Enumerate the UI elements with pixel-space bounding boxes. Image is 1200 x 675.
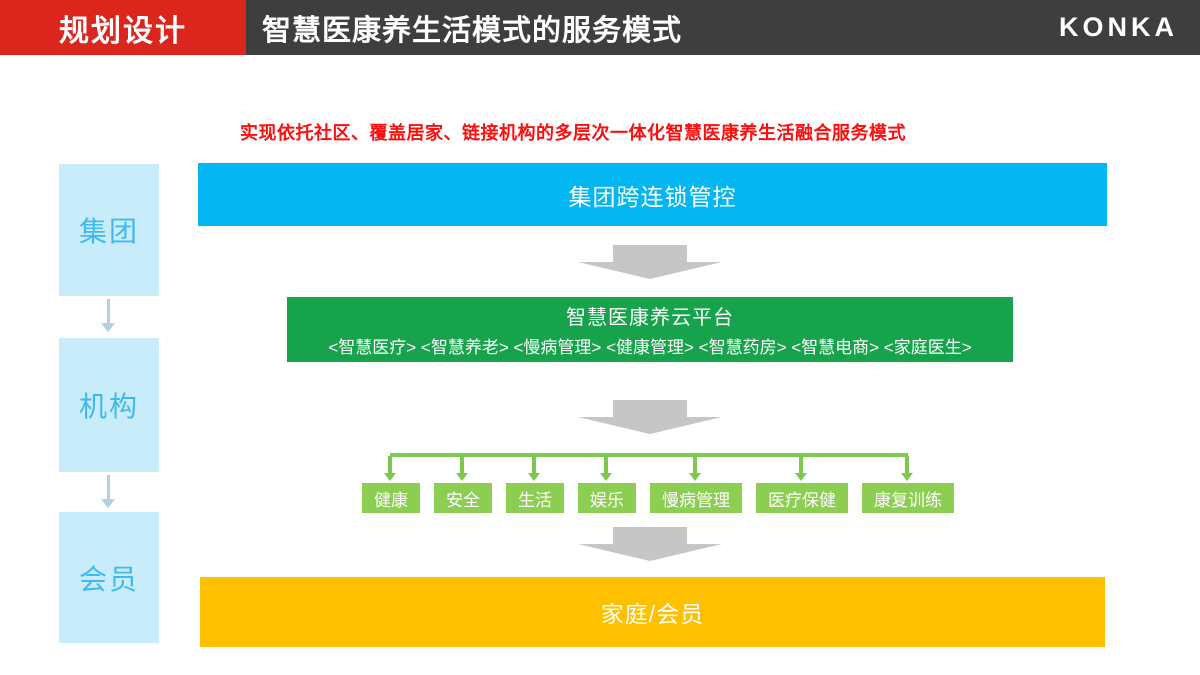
arrow-head bbox=[578, 417, 722, 434]
arrow-line bbox=[388, 456, 392, 473]
down-block-arrow-icon bbox=[578, 527, 722, 561]
platform-title: 智慧医康养云平台 bbox=[566, 307, 734, 329]
down-block-arrow-icon bbox=[578, 400, 722, 434]
section-tab: 规划设计 bbox=[0, 0, 246, 55]
down-arrow-icon bbox=[101, 475, 115, 508]
family-member-banner: 家庭/会员 bbox=[200, 577, 1105, 647]
connector-drop-icon bbox=[528, 456, 540, 481]
cloud-platform-banner: 智慧医康养云平台 <智慧医疗> <智慧养老> <慢病管理> <健康管理> <智慧… bbox=[287, 297, 1013, 362]
arrow-head bbox=[456, 473, 468, 481]
service-box-medical-care: 医疗保健 bbox=[756, 483, 848, 513]
connector-drop-icon bbox=[600, 456, 612, 481]
service-box-entertainment: 娱乐 bbox=[578, 483, 636, 513]
arrow-head bbox=[689, 473, 701, 481]
service-box-safety: 安全 bbox=[434, 483, 492, 513]
arrow-line bbox=[693, 456, 697, 473]
arrow-head bbox=[795, 473, 807, 481]
konka-logo: KONKA bbox=[1059, 12, 1178, 42]
sidebar-item-group: 集团 bbox=[59, 164, 159, 296]
arrow-head bbox=[101, 499, 115, 508]
down-block-arrow-icon bbox=[578, 245, 722, 279]
arrow-stem bbox=[613, 527, 687, 544]
arrow-head bbox=[578, 262, 722, 279]
arrow-head bbox=[384, 473, 396, 481]
service-box-chronic-disease: 慢病管理 bbox=[650, 483, 742, 513]
arrow-stem bbox=[613, 245, 687, 262]
service-box-life: 生活 bbox=[506, 483, 564, 513]
service-box-rehab-training: 康复训练 bbox=[862, 483, 954, 513]
header-bar: 规划设计 智慧医康养生活模式的服务模式 KONKA bbox=[0, 0, 1200, 55]
connector-drop-icon bbox=[456, 456, 468, 481]
sidebar-item-member: 会员 bbox=[59, 512, 159, 643]
connector-drop-icon bbox=[795, 456, 807, 481]
group-control-banner: 集团跨连锁管控 bbox=[198, 163, 1107, 226]
arrow-line bbox=[532, 456, 536, 473]
slide-subtitle: 实现依托社区、覆盖居家、链接机构的多层次一体化智慧医康养生活融合服务模式 bbox=[240, 123, 906, 143]
service-box-health: 健康 bbox=[362, 483, 420, 513]
connector-drop-icon bbox=[384, 456, 396, 481]
arrow-line bbox=[106, 299, 110, 323]
arrow-head bbox=[528, 473, 540, 481]
arrow-stem bbox=[613, 400, 687, 417]
sidebar-item-institution: 机构 bbox=[59, 338, 159, 472]
connector-drop-icon bbox=[689, 456, 701, 481]
connector-line bbox=[390, 453, 908, 457]
arrow-head bbox=[901, 473, 913, 481]
down-arrow-icon bbox=[101, 299, 115, 332]
arrow-line bbox=[604, 456, 608, 473]
arrow-head bbox=[578, 544, 722, 561]
arrow-line bbox=[905, 456, 909, 473]
arrow-line bbox=[799, 456, 803, 473]
arrow-line bbox=[106, 475, 110, 499]
arrow-line bbox=[460, 456, 464, 473]
arrow-head bbox=[101, 323, 115, 332]
platform-modules: <智慧医疗> <智慧养老> <慢病管理> <健康管理> <智慧药房> <智慧电商… bbox=[328, 338, 972, 357]
arrow-head bbox=[600, 473, 612, 481]
page-title: 智慧医康养生活模式的服务模式 bbox=[262, 14, 683, 47]
connector-drop-icon bbox=[901, 456, 913, 481]
